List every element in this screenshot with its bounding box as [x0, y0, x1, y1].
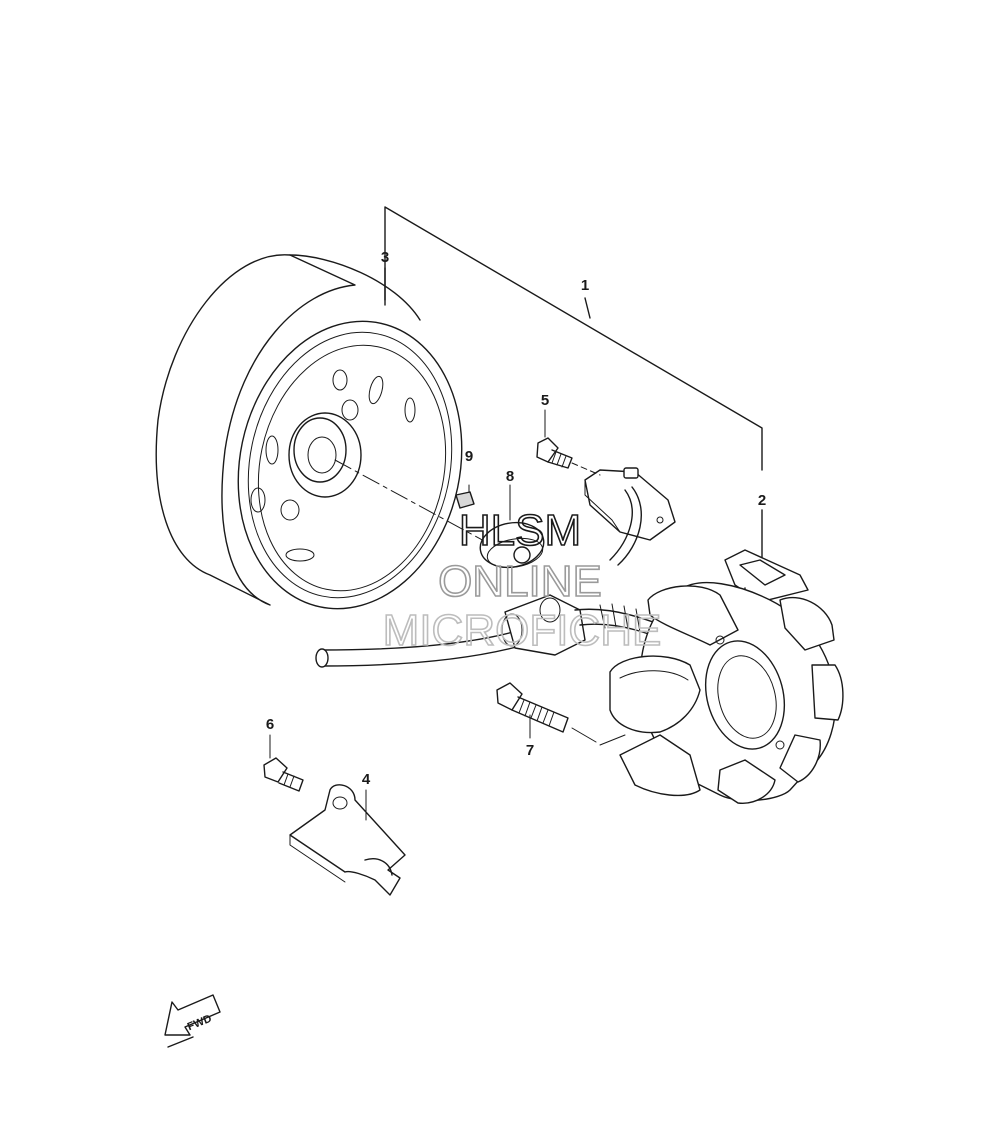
callout-2[interactable]: 2: [758, 492, 766, 509]
screw-7[interactable]: [496, 682, 597, 743]
stator[interactable]: [599, 549, 844, 804]
watermark-line1: HLSM: [459, 506, 581, 555]
callout-9[interactable]: 9: [465, 448, 473, 465]
watermark: HLSM ONLINE MICROFICHE: [382, 505, 662, 656]
callout-5[interactable]: 5: [541, 392, 549, 409]
watermark-line2: ONLINE: [438, 557, 602, 606]
screw-5[interactable]: [536, 409, 601, 476]
screw-6[interactable]: [263, 734, 304, 792]
watermark-line3: MICROFICHE: [383, 606, 662, 655]
callout-4[interactable]: 4: [362, 771, 371, 788]
woodruff-key[interactable]: [455, 484, 475, 509]
washer[interactable]: [477, 484, 548, 572]
callout-6[interactable]: 6: [266, 716, 274, 733]
callout-8[interactable]: 8: [506, 468, 514, 485]
flywheel-rotor[interactable]: [155, 254, 511, 630]
forward-arrow-icon: FWD: [164, 994, 221, 1048]
callout-7[interactable]: 7: [526, 742, 534, 759]
callout-1[interactable]: 1: [581, 277, 589, 294]
pickup-coil[interactable]: [584, 467, 676, 566]
callout-3[interactable]: 3: [381, 249, 389, 266]
wire-clamp-bracket[interactable]: [289, 784, 406, 896]
